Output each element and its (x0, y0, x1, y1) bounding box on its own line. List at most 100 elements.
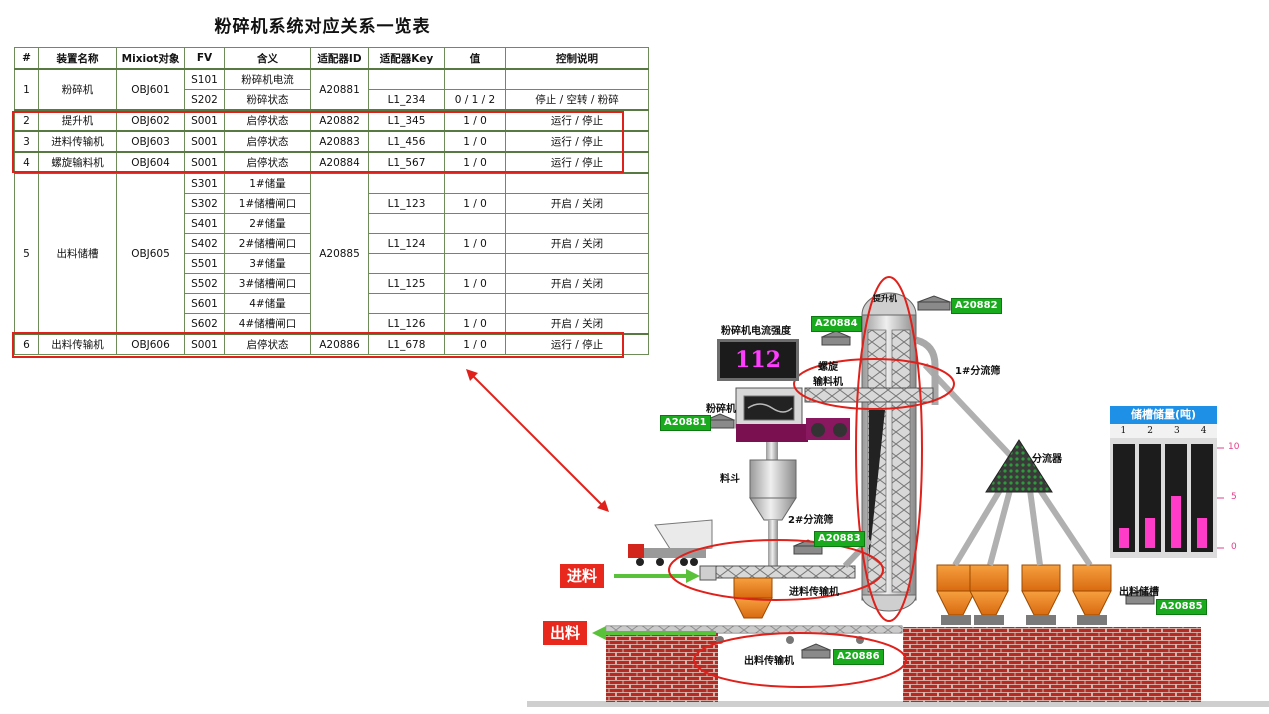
hopper-label: 料斗 (720, 474, 740, 485)
storage-column-number: 4 (1200, 426, 1207, 436)
screen1-label: 1#分流筛 (955, 366, 1001, 377)
feed-out-arrow (592, 626, 716, 640)
crusher-current-display: 112 (717, 339, 799, 381)
meaning-cell: 4#储量 (224, 293, 311, 314)
crusher-current-value: 112 (735, 347, 781, 373)
distributor-pipes (922, 362, 1093, 567)
screen1-pipe (914, 336, 939, 405)
storage-label: 出料储槽 (1119, 587, 1159, 598)
value-cell: 0 / 1 / 2 (444, 89, 506, 111)
outbound-conveyor-label: 出料传输机 (744, 656, 794, 667)
storage-column-number: 1 (1120, 426, 1127, 436)
dump-truck (628, 519, 713, 566)
crusher-machine (735, 387, 850, 442)
mixiot-object-cell: OBJ605 (116, 172, 185, 335)
brick-wall-left (606, 627, 718, 702)
inbound-conveyor-label: 进料传输机 (789, 587, 839, 598)
bucket-elevator (861, 292, 917, 612)
meaning-cell: 启停状态 (224, 333, 311, 355)
crusher-current-label: 粉碎机电流强度 (721, 326, 791, 337)
storage-level-bar (1119, 528, 1129, 548)
outbound-adapter-tag: A20886 (833, 649, 884, 665)
feed-in-label: 进料 (560, 564, 605, 588)
feed-out-label: 出料 (543, 621, 588, 645)
highlight-ellipses (668, 276, 955, 688)
link-arrow (466, 369, 609, 512)
elevator-label: 提升机 (873, 294, 897, 303)
storage-level-bar (1145, 518, 1155, 548)
brick-wall-right (903, 627, 1201, 702)
storage-column-number: 3 (1174, 426, 1180, 436)
feed-in-arrow (614, 569, 700, 583)
highlight-rows-2-4 (12, 111, 624, 173)
control-cell: 运行 / 停止 (505, 333, 649, 355)
feed-hopper (749, 442, 797, 566)
adapter-id-cell: A20881 (310, 68, 369, 111)
storage-level-bar (1197, 518, 1207, 548)
meaning-cell: 1#储量 (224, 172, 311, 194)
elevator-adapter-tag: A20882 (951, 298, 1002, 314)
screw-label-2: 输料机 (813, 377, 843, 388)
crusher-adapter-tag: A20881 (660, 415, 711, 431)
value-cell: 1 / 0 (444, 333, 506, 355)
row-number-cell: 5 (14, 172, 39, 335)
inbound-conveyor (699, 537, 873, 581)
storage-hoppers (936, 564, 1112, 625)
fv-cell: S601 (184, 293, 225, 314)
screw-label-1: 螺旋 (818, 362, 838, 373)
row-number-cell: 6 (14, 333, 39, 355)
control-cell (505, 293, 649, 314)
fv-cell: S001 (184, 109, 225, 132)
storage-level-panel (1110, 438, 1224, 558)
mixiot-object-cell: OBJ601 (116, 68, 185, 111)
meaning-cell: 1#储槽闸口 (224, 193, 311, 214)
ground (527, 701, 1269, 707)
screw-adapter-tag: A20884 (811, 316, 862, 332)
inbound-hopper (733, 577, 773, 619)
device-name-cell: 出料传输机 (38, 333, 117, 355)
storage-level-bar (1171, 496, 1181, 548)
mapping-table: # 装置名称 Mixiot对象 FV 含义 适配器ID 适配器Key 值 控制说… (14, 47, 649, 355)
fv-cell: S101 (184, 68, 225, 90)
col-header: 含义 (224, 47, 311, 70)
row-number-cell: 1 (14, 68, 39, 111)
table-header-row: # 装置名称 Mixiot对象 FV 含义 适配器ID 适配器Key 值 控制说… (14, 47, 649, 70)
control-cell: 运行 / 停止 (505, 130, 649, 153)
crusher-label: 粉碎机 (706, 404, 736, 415)
fv-cell: S001 (184, 130, 225, 153)
fv-cell: S001 (184, 151, 225, 174)
screen2-label: 2#分流筛 (788, 515, 834, 526)
storage-adapter-tag: A20885 (1156, 599, 1207, 615)
distributor (985, 439, 1053, 493)
value-cell: 1 / 0 (444, 151, 506, 174)
meaning-cell: 启停状态 (224, 130, 311, 153)
storage-tick-0: 0 (1231, 542, 1237, 552)
distributor-label: 分流器 (1032, 454, 1062, 465)
adapter-key-cell: L1_678 (368, 333, 445, 355)
value-cell: 1 / 0 (444, 273, 506, 294)
highlight-row-6 (12, 332, 624, 358)
device-icon (704, 295, 1156, 659)
inbound-adapter-tag: A20883 (814, 531, 865, 547)
screw-conveyor (804, 387, 934, 403)
page-title: 粉碎机系统对应关系一览表 (214, 17, 431, 37)
storage-tick-5: 5 (1231, 492, 1237, 502)
storage-panel-columns: 1 2 3 4 (1110, 424, 1217, 438)
fv-cell: S001 (184, 333, 225, 355)
device-name-cell: 进料传输机 (38, 130, 117, 153)
fv-cell: S401 (184, 213, 225, 234)
storage-panel-title: 储槽储量(吨) (1110, 406, 1217, 424)
col-header: Mixiot对象 (116, 47, 185, 70)
storage-column-number: 2 (1147, 426, 1153, 436)
